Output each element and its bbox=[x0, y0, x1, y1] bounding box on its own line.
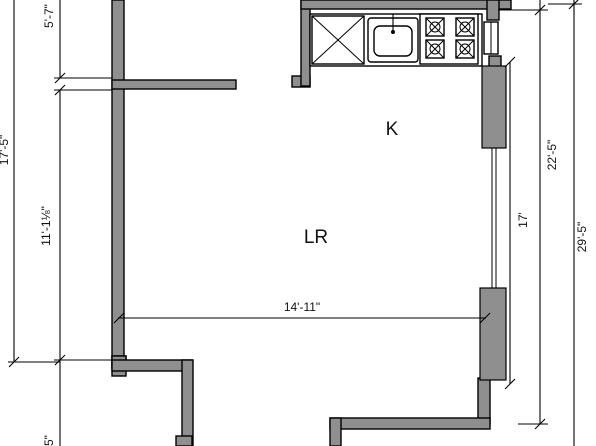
partition-stub bbox=[111, 79, 237, 90]
dim-lr-width bbox=[113, 312, 491, 324]
bottom-right-wall bbox=[329, 417, 491, 430]
window-lower bbox=[479, 287, 507, 381]
right-wall-bottom bbox=[477, 377, 491, 425]
dim-right-window bbox=[504, 56, 516, 390]
left-wall-upper bbox=[111, 0, 125, 359]
dim-right-outer bbox=[548, 0, 582, 446]
dim-top-left bbox=[54, 0, 112, 96]
bottom-left-post bbox=[181, 359, 194, 446]
dim-label-right-window: 17' bbox=[516, 212, 530, 228]
room-label-living-room: LR bbox=[304, 227, 328, 248]
dim-label-right-inner: 22'-5" bbox=[545, 140, 559, 171]
dim-label-top-left: 5'-7" bbox=[42, 4, 56, 28]
room-label-kitchen: K bbox=[386, 119, 399, 140]
kitchen-top-wall bbox=[300, 0, 512, 10]
stove-burner-icon bbox=[419, 13, 479, 65]
bottom-right-post bbox=[329, 417, 342, 446]
dim-right-inner bbox=[498, 0, 548, 430]
bottom-door-post bbox=[175, 435, 193, 446]
right-wall-top bbox=[486, 0, 500, 21]
dim-label-left-outer: 17'-5" bbox=[0, 135, 11, 166]
dim-label-bottom-left: 5" bbox=[42, 435, 56, 446]
dim-label-right-outer: 29'-5" bbox=[575, 222, 589, 253]
dim-label-lr-width: 14'-11" bbox=[284, 300, 320, 314]
sink-icon bbox=[367, 14, 419, 63]
dim-label-left-inner: 11'-1⅛" bbox=[39, 206, 53, 246]
kitchen-wall-vertical bbox=[300, 0, 311, 87]
bottom-left-wall bbox=[111, 359, 193, 372]
window-upper bbox=[481, 65, 507, 149]
dim-left-inner bbox=[54, 90, 112, 446]
dim-left-outer bbox=[8, 0, 60, 368]
